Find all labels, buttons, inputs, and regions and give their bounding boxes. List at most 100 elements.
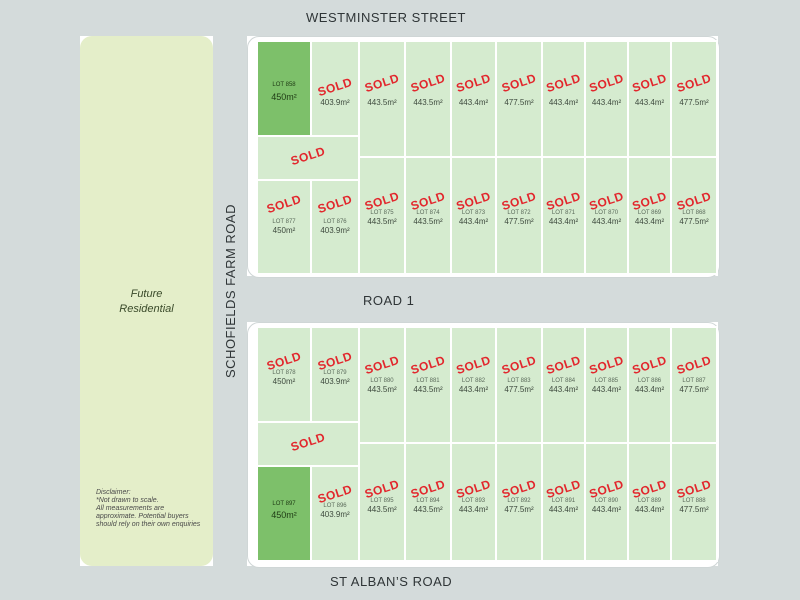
lot-number: LOT 876 [323,219,347,225]
lot-number: LOT 868 [682,210,706,216]
sold-stamp: SOLD [316,74,354,100]
lot-883[interactable]: SOLD LOT 883 477.5m² [495,326,543,444]
sold-stamp: SOLD [587,352,626,378]
lot-area: 477.5m² [679,217,709,226]
lot-888[interactable]: SOLD LOT 888 477.5m² [670,442,718,562]
lot-area: 450m² [272,377,296,386]
lot-858[interactable]: LOT 858 450m² [256,40,312,137]
lot-area: 443.4m² [458,98,489,107]
lot-872[interactable]: SOLD LOT 872 477.5m² [495,156,543,275]
lot-number: LOT 892 [507,498,531,504]
lot-area: 450m² [272,226,296,235]
sold-stamp: SOLD [630,70,669,96]
lot-860[interactable]: SOLD 403.9m² [310,40,360,137]
lot-area: 477.5m² [504,217,534,226]
lot-868[interactable]: SOLD LOT 868 477.5m² [670,156,718,275]
lot-893[interactable]: SOLD LOT 893 443.4m² [450,442,497,562]
lot-number: LOT 895 [370,498,394,504]
lot-area: 403.9m² [320,226,350,235]
lot-area: 443.5m² [413,98,443,107]
lot-number: LOT 889 [637,498,662,504]
lot-867[interactable]: SOLD 477.5m² [670,40,718,158]
lot-number: LOT 887 [682,378,706,384]
lot-area: 443.4m² [548,98,579,107]
lot-884[interactable]: SOLD LOT 884 443.4m² [541,326,586,444]
lot-878[interactable]: SOLD LOT 878 450m² [256,326,312,423]
lot-number: LOT 858 [272,82,296,88]
lot-863[interactable]: SOLD 443.4m² [450,40,497,158]
lot-area: 443.4m² [591,505,622,514]
lot-873[interactable]: SOLD LOT 873 443.4m² [450,156,497,275]
lot-896[interactable]: SOLD LOT 896 403.9m² [310,465,360,562]
road-label-road-1: ROAD 1 [363,293,415,308]
lot-area: 443.4m² [548,385,579,394]
lot-870[interactable]: SOLD LOT 870 443.4m² [584,156,629,275]
lot-866b[interactable]: SOLD 443.4m² [627,40,672,158]
lot-880[interactable]: SOLD LOT 880 443.5m² [358,326,406,444]
lot-887[interactable]: SOLD LOT 887 477.5m² [670,326,718,444]
lot-895[interactable]: SOLD LOT 895 443.5m² [358,442,406,562]
lot-882[interactable]: SOLD LOT 882 443.4m² [450,326,497,444]
lot-number: LOT 886 [637,378,662,384]
lot-890[interactable]: SOLD LOT 890 443.4m² [584,442,629,562]
lot-area: 443.4m² [634,217,665,226]
sold-stamp: SOLD [409,70,447,96]
lot-894[interactable]: SOLD LOT 894 443.5m² [404,442,452,562]
lot-area: 443.4m² [634,98,665,107]
lot-871[interactable]: SOLD LOT 871 443.4m² [541,156,586,275]
road-st-albans [0,566,800,600]
lot-area: 443.4m² [634,385,665,394]
lot-area: 443.4m² [548,217,579,226]
lot-877[interactable]: SOLD LOT 877 450m² [256,179,312,275]
lot-864[interactable]: SOLD 477.5m² [495,40,543,158]
sold-stamp: SOLD [289,143,327,169]
lot-862[interactable]: SOLD 443.5m² [404,40,452,158]
lot-879[interactable]: SOLD LOT 879 403.9m² [310,326,360,423]
disclaimer-line3: approximate. Potential buyers [96,513,189,520]
lot-area: 477.5m² [504,505,534,514]
disclaimer-line1: *Not drawn to scale. [96,497,159,504]
lot-area: 477.5m² [504,385,534,394]
lot-861[interactable]: SOLD 443.5m² [358,40,406,158]
lot-number: LOT 870 [594,210,619,216]
road-west-edge [0,0,80,600]
lot-891[interactable]: SOLD LOT 891 443.4m² [541,442,586,562]
future-label-line2: Residential [119,303,174,315]
lot-889[interactable]: SOLD LOT 889 443.4m² [627,442,672,562]
disclaimer-line2: All measurements are [96,505,165,512]
sold-stamp: SOLD [454,352,493,378]
sold-stamp: SOLD [500,70,538,96]
lot-876[interactable]: SOLD LOT 876 403.9m² [310,179,360,275]
lot-865[interactable]: SOLD 443.4m² [541,40,586,158]
lot-number: LOT 878 [272,370,296,376]
lot-number: LOT 888 [682,498,706,504]
lot-885[interactable]: SOLD LOT 885 443.4m² [584,326,629,444]
lot-area: 443.5m² [413,505,443,514]
lot-area: 477.5m² [679,505,709,514]
lot-897[interactable]: LOT 897 450m² [256,465,312,562]
lot-area: 443.4m² [591,98,622,107]
lot-area: 403.9m² [320,377,350,386]
lot-area: 443.4m² [634,505,665,514]
lot-869[interactable]: SOLD LOT 869 443.4m² [627,156,672,275]
lot-886[interactable]: SOLD LOT 886 443.4m² [627,326,672,444]
sold-stamp: SOLD [544,352,583,378]
lot-number: LOT 879 [323,370,347,376]
lot-area: 477.5m² [679,98,709,107]
lot-874[interactable]: SOLD LOT 874 443.5m² [404,156,452,275]
lot-866[interactable]: SOLD 443.4m² [584,40,629,158]
lot-number: LOT 881 [416,378,440,384]
lot-area: 443.4m² [458,217,489,226]
lot-875[interactable]: SOLD LOT 875 443.5m² [358,156,406,275]
lot-899[interactable]: SOLD [256,421,360,467]
lot-892[interactable]: SOLD LOT 892 477.5m² [495,442,543,562]
lot-number: LOT 890 [594,498,619,504]
lot-area: 443.5m² [413,385,443,394]
disclaimer-line4: should rely on their own enquiries [96,521,201,528]
lot-881[interactable]: SOLD LOT 881 443.5m² [404,326,452,444]
lot-number: LOT 874 [416,210,440,216]
sold-stamp: SOLD [316,191,354,217]
lot-859[interactable]: SOLD [256,135,360,181]
lot-area: 403.9m² [320,510,350,519]
lot-number: LOT 893 [461,498,486,504]
